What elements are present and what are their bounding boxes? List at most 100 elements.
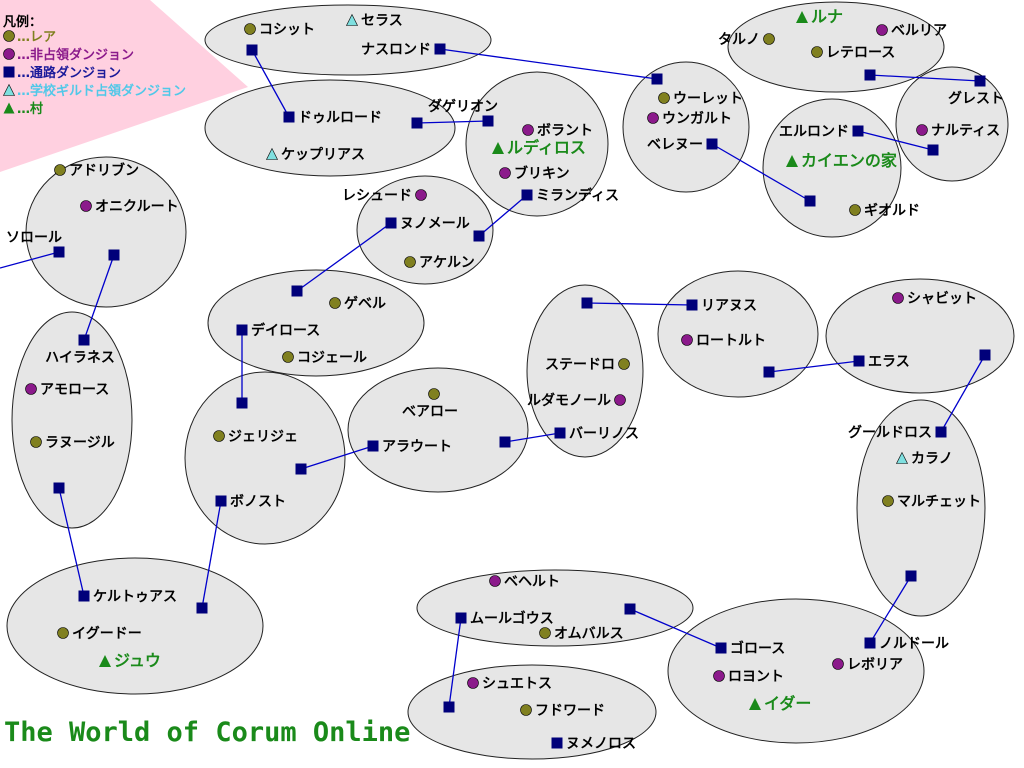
place-guild[interactable]: カラノ [896,451,953,467]
place-rare[interactable]: ギオルド [849,202,921,219]
place-village[interactable]: カイエンの家 [786,151,898,170]
place-passage[interactable] [443,701,455,713]
place-non_occupied[interactable]: シャビット [892,291,978,307]
road-network [0,48,986,708]
place-rare[interactable]: フドワード [520,703,606,719]
place-non_occupied[interactable]: ベヘルト [489,574,561,590]
place-rare[interactable]: ウーレット [658,91,744,107]
place-passage[interactable] [295,463,307,475]
place-passage[interactable] [979,349,991,361]
place-passage[interactable]: エルロンド [779,124,864,140]
village-triangle-icon [749,698,761,710]
place-non_occupied[interactable]: ウンガルト [647,111,733,127]
place-passage[interactable]: ミランディス [521,187,620,204]
place-label: セラス [361,13,403,29]
place-passage[interactable]: ダゲリオン [428,98,498,127]
place-guild[interactable]: ケップリアス [266,147,366,163]
place-passage[interactable] [804,195,816,207]
passage-square-icon [581,297,593,309]
place-passage[interactable] [651,73,663,85]
place-label: ウーレット [673,91,743,107]
place-passage[interactable]: デイロース [236,322,321,339]
place-rare[interactable]: ステードロ [545,357,630,373]
place-passage[interactable]: ナスロンド [361,42,446,58]
place-passage[interactable]: リアヌス [686,298,758,314]
rare-dot-icon [213,430,225,442]
passage-square-icon [624,603,636,615]
place-non_occupied[interactable]: オニクルート [80,199,179,215]
rare-dot-icon [244,23,256,35]
region-ju [6,557,264,695]
place-passage[interactable] [763,366,775,378]
place-non_occupied[interactable]: アモロース [25,382,110,398]
place-non_occupied[interactable]: レシュード [342,188,427,204]
place-non_occupied[interactable]: ロヨント [713,669,785,685]
place-passage[interactable]: ソロール [6,230,65,258]
place-passage[interactable] [196,602,208,614]
place-label: ヌノメール [400,216,470,232]
place-passage[interactable]: ボノスト [215,494,287,510]
place-village[interactable]: ルナ [796,7,843,26]
place-non_occupied[interactable]: シュエトス [467,676,553,692]
legend-item-guild: …学校ギルド占領ダンジョン [3,83,186,99]
place-rare[interactable]: タルノ [718,32,775,48]
place-non_occupied[interactable]: ルダモノール [527,392,626,409]
passage-square-icon [236,397,248,409]
place-rare[interactable]: コシット [244,22,316,38]
place-passage[interactable]: バーリノス [554,426,640,442]
place-non_occupied[interactable]: ロートルト [681,333,767,349]
place-passage[interactable]: ケルトゥアス [78,589,178,605]
place-passage[interactable] [53,482,65,494]
place-passage[interactable]: ハイラネス [45,334,115,367]
place-rare[interactable]: コジェール [282,350,368,366]
passage-square-icon [927,144,939,156]
place-rare[interactable]: ベアロー [402,388,458,421]
place-rare[interactable]: オムバルス [539,626,624,642]
place-passage[interactable]: グールドロス [848,424,947,441]
place-rare[interactable]: マルチェット [882,494,982,510]
place-passage[interactable]: ヌノメール [385,216,470,232]
place-passage[interactable] [581,297,593,309]
place-village[interactable]: イダー [749,694,811,713]
place-rare[interactable]: ラヌージル [30,435,115,451]
place-non_occupied[interactable]: レボリア [832,657,904,673]
place-rare[interactable]: ゲベル [329,295,387,312]
place-passage[interactable]: ノルドール [864,636,950,652]
place-rare[interactable]: アドリブン [54,162,140,179]
place-passage[interactable] [499,436,511,448]
place-non_occupied[interactable]: ベルリア [876,23,948,39]
legend-item-passage: …通路ダンジョン [3,65,121,81]
place-rare[interactable]: アケルン [404,255,475,271]
place-passage[interactable] [864,69,876,81]
place-passage[interactable]: ゴロース [715,640,786,657]
place-passage[interactable]: ムールゴウス [455,610,554,627]
place-village[interactable]: ルディロス [492,138,586,157]
place-passage[interactable] [624,603,636,615]
place-passage[interactable]: エラス [853,354,910,370]
place-label: ケルトゥアス [93,589,177,605]
place-rare[interactable]: イグードー [57,625,142,642]
place-passage[interactable]: ベレヌー [647,137,718,153]
place-rare[interactable]: レテロース [811,45,896,61]
place-rare[interactable]: ジェリジェ [213,429,299,445]
place-passage[interactable]: ドゥルロード [283,110,383,126]
place-passage[interactable] [473,230,485,242]
place-non_occupied[interactable]: ナルティス [916,123,1001,139]
place-passage[interactable]: ヌメノロス [551,736,637,752]
passage-square-icon [283,111,295,123]
place-passage[interactable] [108,249,120,261]
place-label: レシュード [342,188,412,204]
place-passage[interactable] [927,144,939,156]
place-passage[interactable] [246,44,258,56]
place-passage[interactable]: アラウート [367,439,453,455]
place-non_occupied[interactable]: ブリキン [499,165,570,182]
place-passage[interactable] [236,397,248,409]
place-guild[interactable]: セラス [346,13,403,29]
place-non_occupied[interactable]: ボラント [522,123,594,139]
place-passage[interactable] [291,285,303,297]
place-village[interactable]: ジュウ [99,651,161,670]
place-passage[interactable] [411,117,423,129]
place-passage[interactable] [905,570,917,582]
place-passage[interactable]: グレスト [948,75,1004,108]
